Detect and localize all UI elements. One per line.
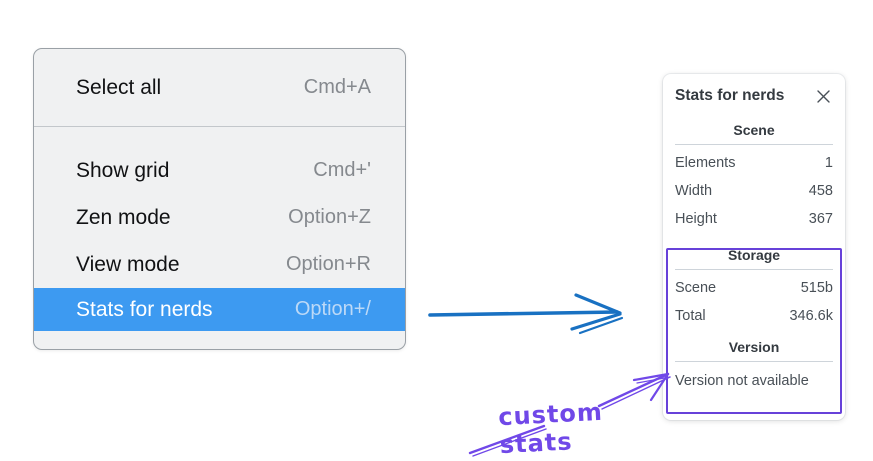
menu-item-show-grid[interactable]: Show grid Cmd+' (34, 147, 405, 194)
menu-item-label: View mode (76, 252, 180, 276)
menu-item-select-all[interactable]: Select all Cmd+A (34, 49, 405, 126)
menu-item-label: Stats for nerds (76, 297, 213, 321)
menu-item-shortcut: Cmd+' (313, 159, 371, 181)
stat-row-total-storage: Total 346.6k (675, 302, 833, 330)
menu-item-label: Show grid (76, 158, 170, 182)
menu-item-zen-mode[interactable]: Zen mode Option+Z (34, 194, 405, 241)
stat-label: Elements (675, 155, 736, 171)
menu-item-shortcut: Option+/ (294, 298, 371, 320)
version-note: Version not available (675, 373, 809, 389)
menu-to-panel-arrow-icon (428, 293, 624, 335)
stats-panel: Stats for nerds Scene Elements 1 Width 4… (663, 74, 845, 420)
stat-label: Width (675, 183, 713, 199)
menu-section: Show grid Cmd+' Zen mode Option+Z View m… (34, 127, 405, 331)
menu-item-shortcut: Cmd+A (303, 76, 371, 98)
stats-section-scene: Scene Elements 1 Width 458 Height 367 (675, 121, 833, 233)
menu-item-label: Select all (76, 75, 162, 99)
stat-label: Height (675, 211, 717, 227)
section-rule (675, 361, 833, 362)
menu-item-shortcut: Option+Z (288, 206, 371, 228)
stats-section-version: Version Version not available (675, 338, 833, 394)
menu-item-view-mode[interactable]: View mode Option+R (34, 241, 405, 288)
menu-item-label: Zen mode (76, 205, 171, 229)
menu-divider (34, 126, 405, 127)
stat-label: Total (675, 308, 706, 324)
menu-item-shortcut: Option+R (285, 253, 371, 275)
close-icon[interactable] (814, 87, 833, 106)
stats-section-storage: Storage Scene 515b Total 346.6k (675, 246, 833, 330)
section-rule (675, 269, 833, 270)
stat-label: Scene (675, 280, 717, 296)
section-rule (675, 144, 833, 145)
stat-value: 346.6k (789, 308, 833, 324)
stat-row-elements: Elements 1 (675, 149, 833, 177)
stat-row-scene-storage: Scene 515b (675, 274, 833, 302)
stat-value: 1 (824, 155, 833, 171)
section-header: Version (728, 339, 780, 355)
stat-value: 515b (800, 280, 833, 296)
context-menu: Select all Cmd+A Show grid Cmd+' Zen mod… (33, 48, 406, 350)
section-header: Storage (727, 247, 781, 263)
annotation-label: custom stats (497, 397, 604, 460)
stat-value: 367 (808, 211, 833, 227)
stat-row-height: Height 367 (675, 205, 833, 233)
stats-panel-header: Stats for nerds (675, 84, 833, 108)
stats-panel-title: Stats for nerds (675, 87, 785, 104)
annotation-arrow-icon (468, 372, 671, 457)
menu-item-stats-for-nerds[interactable]: Stats for nerds Option+/ (34, 288, 405, 331)
stat-value: 458 (808, 183, 833, 199)
section-header: Scene (733, 122, 775, 138)
stat-row-width: Width 458 (675, 177, 833, 205)
